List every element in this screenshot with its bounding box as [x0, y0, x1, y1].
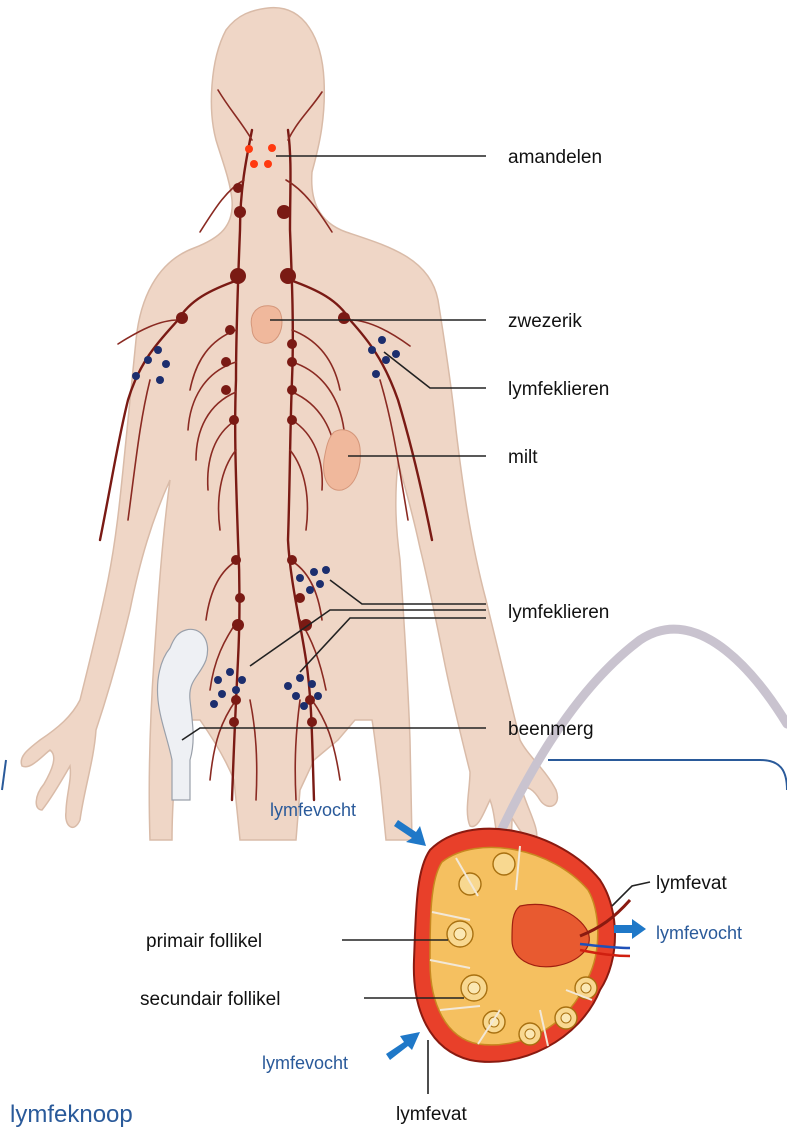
label-amandelen: amandelen	[508, 147, 602, 168]
label-lymfevat-out: lymfevat	[656, 873, 727, 894]
callout-frame	[548, 760, 787, 790]
label-lymfevocht-out: lymfevocht	[656, 923, 742, 943]
label-primair-follikel: primair follikel	[146, 931, 262, 952]
label-lymfevocht-in-top: lymfevocht	[270, 800, 356, 820]
label-lymfevocht-in-bottom: lymfevocht	[262, 1053, 348, 1073]
label-lymfeklieren-buik: lymfeklieren	[508, 602, 609, 623]
label-zwezerik: zwezerik	[508, 311, 582, 332]
label-milt: milt	[508, 447, 538, 468]
label-lymfeknoop: lymfeknoop	[10, 1101, 133, 1128]
label-lymfevat-in: lymfevat	[396, 1104, 467, 1125]
label-beenmerg: beenmerg	[508, 719, 594, 740]
thymus	[251, 306, 282, 344]
callout-left-tick	[2, 760, 6, 790]
label-lymfeklieren-arm: lymfeklieren	[508, 379, 609, 400]
label-secundair-follikel: secundair follikel	[140, 989, 280, 1010]
lymph-node-cross-section	[414, 829, 630, 1062]
